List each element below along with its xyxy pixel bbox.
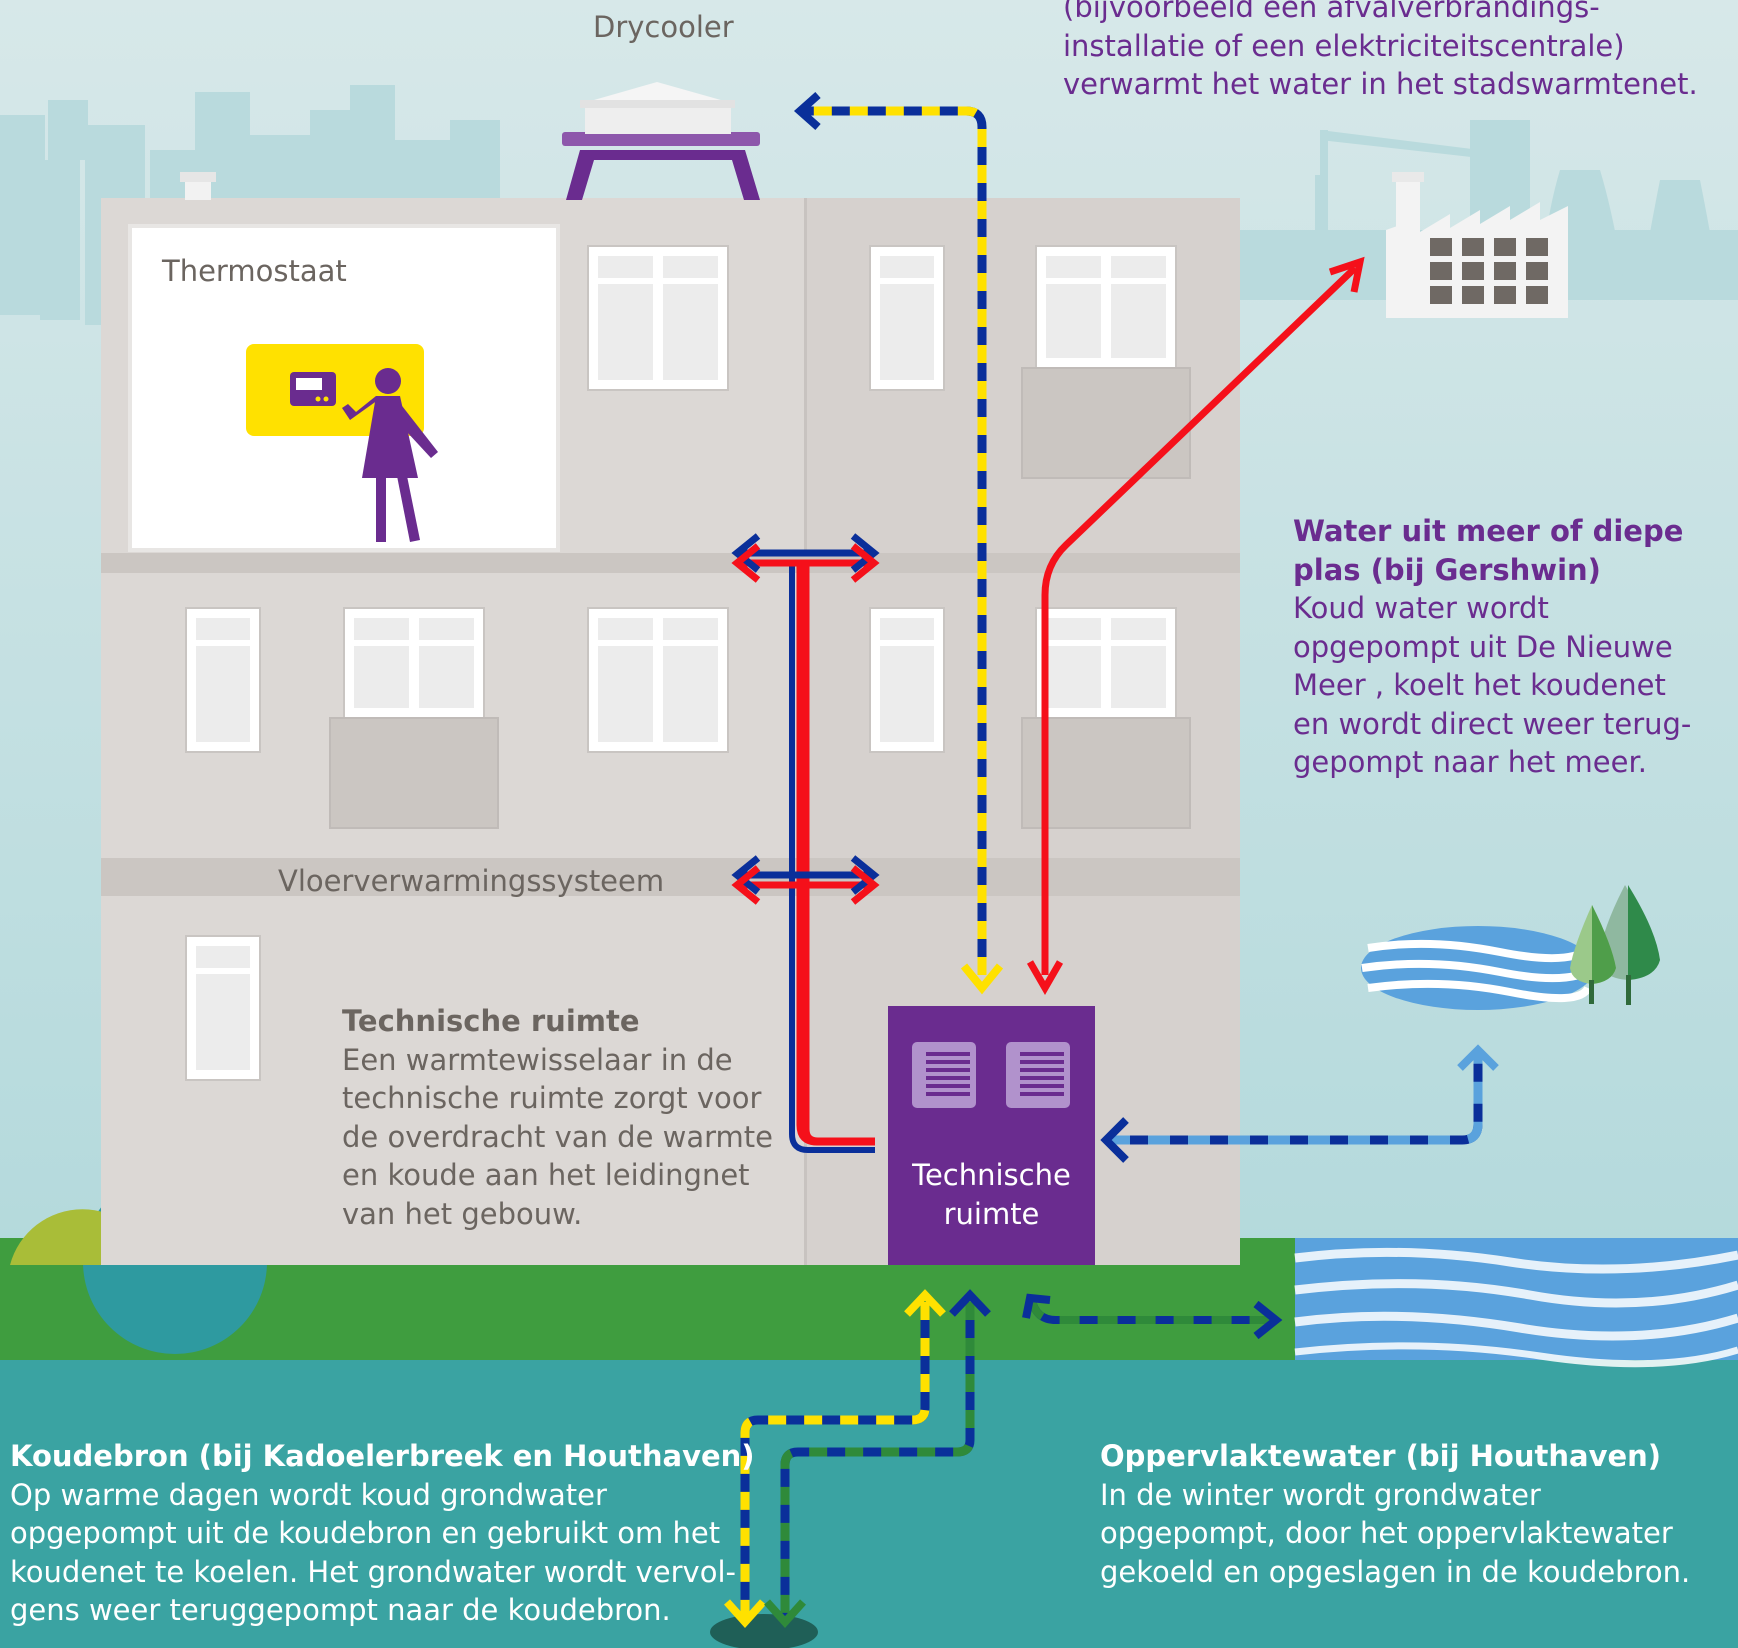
koudebron-pipe-yellow <box>724 1289 946 1628</box>
balconies <box>329 367 1191 829</box>
district-heating-pipe <box>1026 256 1365 996</box>
vloerverwarming-label: Vloerverwarmingssysteem <box>278 864 665 898</box>
koudebron-heading: Koudebron (bij Kadoelerbreek en Houthave… <box>10 1439 755 1473</box>
underground-area <box>0 1360 1738 1648</box>
person-icon <box>342 368 438 542</box>
building-distribution-pipe <box>731 533 880 1153</box>
window <box>1035 607 1177 719</box>
vent-icon <box>912 1042 976 1108</box>
surface-water <box>1294 1238 1738 1368</box>
factory-icon <box>1386 172 1568 318</box>
oppervlaktewater-text: Oppervlaktewater (bij Houthaven) In de w… <box>1100 1439 1691 1589</box>
thermostat-room <box>128 224 560 552</box>
thermostaat-label: Thermostaat <box>162 254 347 288</box>
lake-pipe <box>1100 1044 1499 1163</box>
meer-heading: Water uit meer of diepe plas (bij Gershw… <box>1293 514 1684 587</box>
window <box>587 607 729 753</box>
window <box>1035 245 1177 369</box>
chimney <box>180 172 216 200</box>
window <box>185 607 261 753</box>
windows <box>185 245 1177 1081</box>
koudebron-text: Koudebron (bij Kadoelerbreek en Houthave… <box>10 1439 755 1627</box>
surface-water-pipe <box>1022 1293 1283 1340</box>
drycooler <box>562 82 760 200</box>
window <box>587 245 729 391</box>
lake <box>1361 926 1597 1010</box>
window <box>869 607 945 753</box>
technische-ruimte-heading: Technische ruimte <box>342 1004 640 1038</box>
drycooler-label: Drycooler <box>593 10 734 44</box>
window <box>343 607 485 719</box>
oppervlaktewater-heading: Oppervlaktewater (bij Houthaven) <box>1100 1439 1662 1473</box>
stadswarmte-text: (bijvoorbeeld een afvalverbrandings- ins… <box>1063 0 1698 101</box>
meer-text: Water uit meer of diepe plas (bij Gershw… <box>1293 514 1692 779</box>
technische-ruimte-text: Technische ruimte Een warmtewisselaar in… <box>342 1004 774 1231</box>
technische-ruimte-box-label: Technische ruimte <box>912 1158 1071 1231</box>
window <box>185 935 261 1081</box>
window <box>869 245 945 391</box>
koudebron-pipe-green <box>764 1289 991 1628</box>
drycooler-pipe <box>793 92 1004 995</box>
koudebron-well <box>710 1614 818 1648</box>
technische-ruimte-box <box>888 1006 1095 1265</box>
trees <box>1570 885 1660 1005</box>
vent-icon <box>1006 1042 1070 1108</box>
